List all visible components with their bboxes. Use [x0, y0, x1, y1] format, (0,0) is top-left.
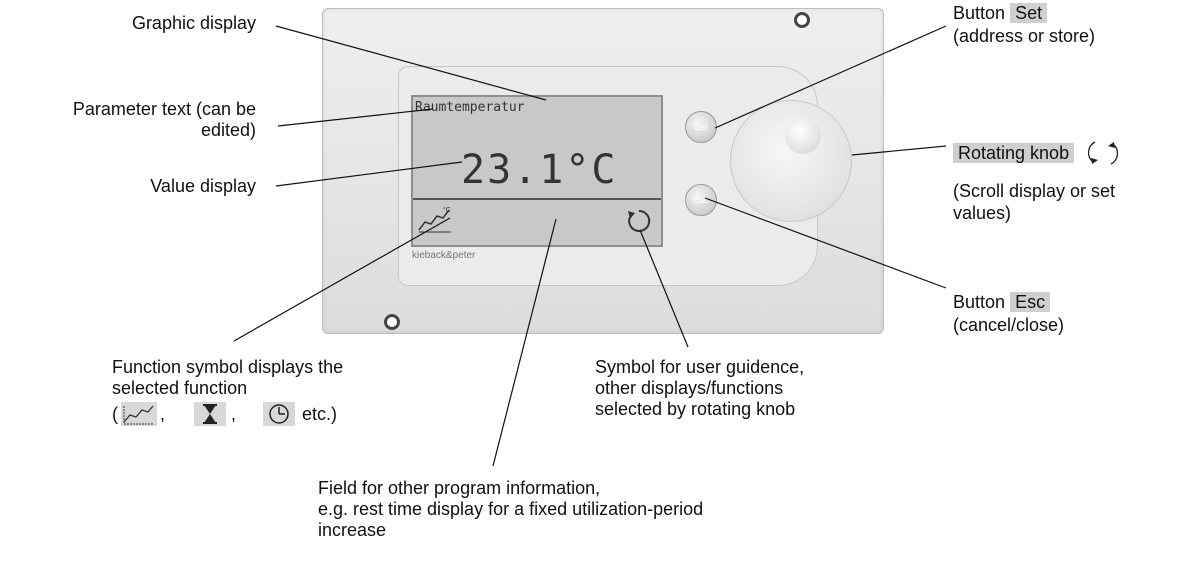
knob-dimple: [785, 118, 821, 154]
label-field-info-line3: increase: [318, 520, 387, 540]
label-rotating-knob-desc-line1: (Scroll display or set: [953, 181, 1116, 201]
label-button-esc-prefix: Button: [953, 292, 1006, 312]
set-button[interactable]: Set: [685, 111, 717, 143]
label-function-symbol-line2: selected function: [112, 378, 248, 398]
label-function-symbol-comma2: ,: [231, 404, 237, 424]
parameter-text: Raumtemperatur: [415, 100, 525, 115]
label-button-set-desc: (address or store): [953, 26, 1096, 46]
label-button-esc: Button Esc: [953, 292, 1051, 313]
label-symbol-guidance-line3: selected by rotating knob: [595, 399, 796, 419]
rotating-knob[interactable]: [730, 100, 852, 222]
label-button-set: Button Set: [953, 3, 1048, 24]
hourglass-icon: [194, 402, 226, 426]
brand-logo: kieback&peter: [412, 250, 476, 261]
rotate-guidance-icon: [628, 209, 651, 232]
label-parameter-text-line1: Parameter text (can be: [72, 99, 256, 119]
esc-key-chip: Esc: [1010, 292, 1051, 312]
label-parameter-text-line2: edited): [200, 120, 256, 140]
label-graphic-display: Graphic display: [131, 13, 256, 33]
label-function-symbol-line3-open: (: [112, 404, 118, 424]
label-rotating-knob-desc-line2: values): [953, 203, 1012, 223]
label-function-symbol-line1: Function symbol displays the: [112, 357, 344, 377]
rotate-icon: [1087, 141, 1119, 165]
label-field-info-line2: e.g. rest time display for a fixed utili…: [318, 499, 704, 519]
label-symbol-guidance-line2: other displays/functions: [595, 378, 784, 398]
screw-top: [794, 12, 810, 28]
label-function-symbol-etc: etc.): [302, 404, 338, 424]
graphic-display: Raumtemperatur 23.1°C °C: [411, 95, 663, 247]
label-symbol-guidance-line1: Symbol for user guidence,: [595, 357, 805, 377]
heating-curve-example-icon: [121, 402, 157, 426]
display-separator: [413, 198, 661, 200]
value-display: 23.1°C: [461, 147, 618, 193]
screw-bottom: [384, 314, 400, 330]
set-key-chip: Set: [1010, 3, 1048, 23]
clock-icon: [263, 402, 295, 426]
label-value-display: Value display: [150, 176, 256, 196]
label-field-info-line1: Field for other program information,: [318, 478, 601, 498]
label-button-esc-desc: (cancel/close): [953, 315, 1065, 335]
label-rotating-knob: Rotating knob: [953, 143, 1075, 164]
unit-symbol: °C: [443, 206, 451, 214]
rotating-knob-chip: Rotating knob: [953, 143, 1075, 163]
label-function-symbol-comma1: ,: [160, 404, 166, 424]
label-button-set-prefix: Button: [953, 3, 1006, 23]
